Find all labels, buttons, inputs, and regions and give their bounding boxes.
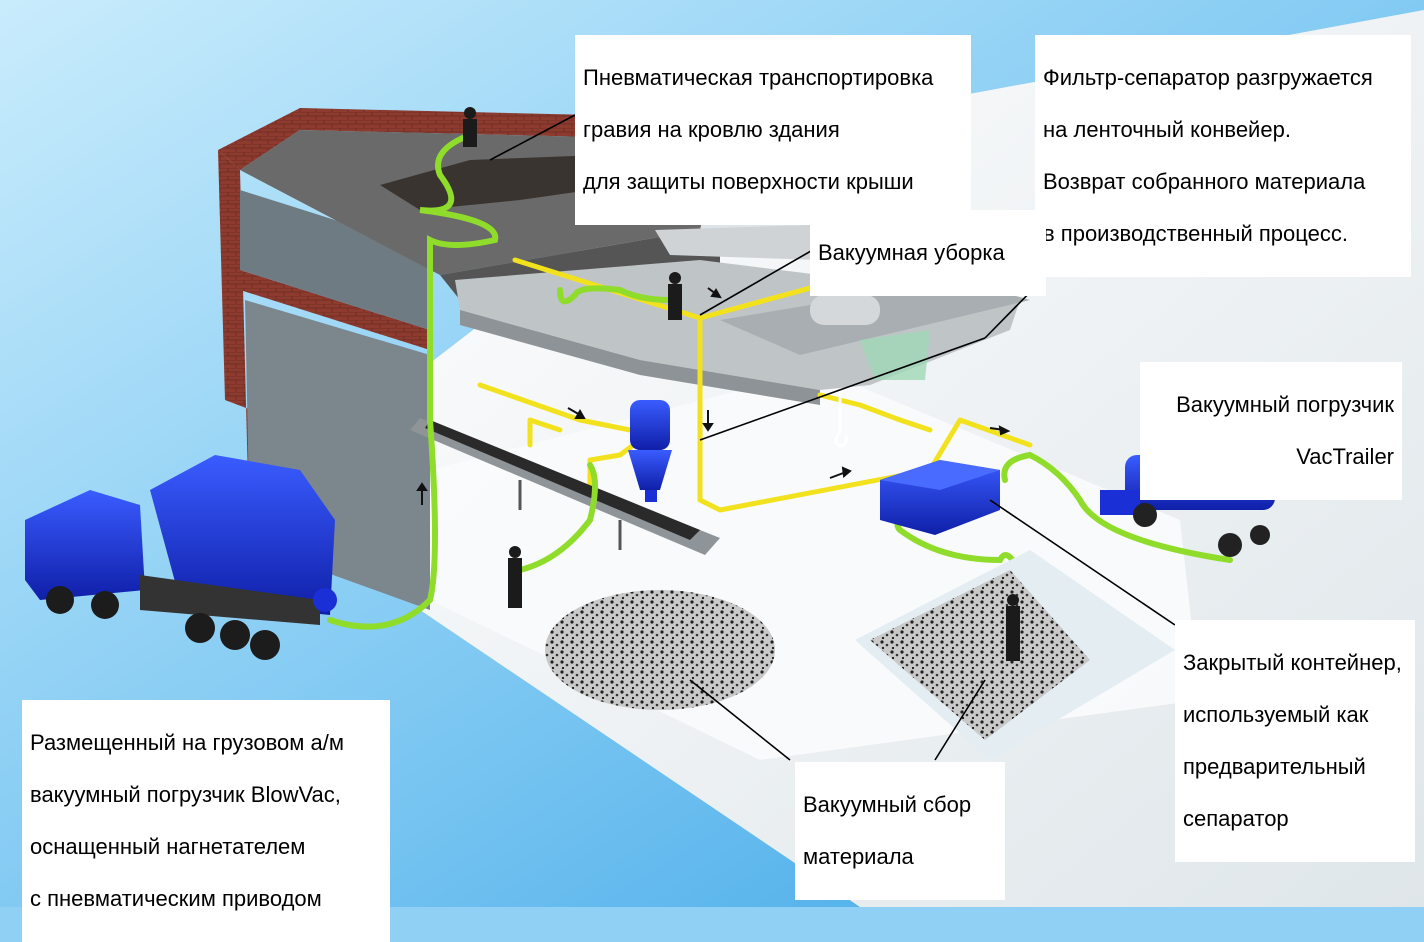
label-closed-container: Закрытый контейнер, используемый как пре…: [1175, 620, 1415, 862]
crane-cylinder: [810, 295, 880, 325]
crane-hook-icon: [834, 390, 848, 448]
glass-facade-upper: [240, 190, 430, 330]
worker-icon: [463, 107, 1020, 661]
conveyor-icon: [410, 418, 720, 555]
glass-hopper: [860, 330, 930, 380]
mezzanine-edge: [460, 310, 820, 405]
label-filter-separator: Фильтр-сепаратор разгружается на ленточн…: [1035, 35, 1411, 277]
label-blowvac: Размещенный на грузовом а/м вакуумный по…: [22, 700, 390, 942]
flow-arrows: [416, 287, 1011, 505]
label-vactrailer: Вакуумный погрузчик VacTrailer: [1140, 362, 1402, 500]
gravel-pile-floor: [545, 590, 775, 710]
label-vacuum-cleaning: Вакуумная уборка: [810, 210, 1046, 296]
label-vacuum-collection: Вакуумный сбор материала: [795, 762, 1005, 900]
brick-band-middle: [240, 270, 430, 350]
leader-lines: [489, 114, 1231, 761]
overhead-crane-beam: [655, 225, 820, 260]
label-roof-transport: Пневматическая транспортировка гравия на…: [575, 35, 971, 225]
truck-icon: [25, 455, 337, 660]
container-icon: [880, 460, 1000, 535]
cyclone-filter-icon: [628, 400, 672, 502]
